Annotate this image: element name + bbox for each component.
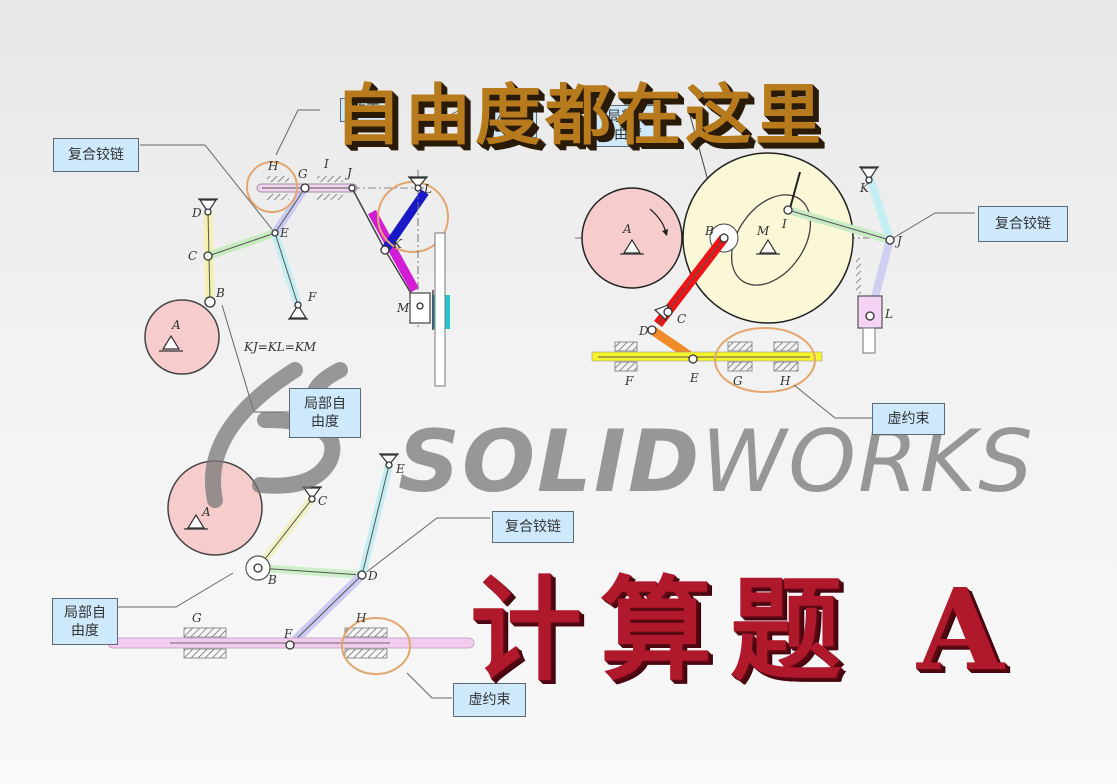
label-redundant-constraint-tr: 虚约束: [872, 403, 945, 435]
svg-text:A: A: [171, 318, 181, 332]
svg-text:H: H: [267, 159, 279, 173]
svg-text:G: G: [733, 374, 743, 388]
svg-text:E: E: [689, 371, 699, 385]
svg-text:M: M: [756, 224, 770, 238]
svg-text:C: C: [318, 494, 327, 508]
svg-text:J: J: [894, 234, 903, 248]
svg-text:A: A: [201, 505, 211, 519]
svg-text:F: F: [283, 627, 293, 641]
label-compound-hinge-tl: 复合铰链: [53, 138, 139, 172]
svg-text:K: K: [859, 181, 870, 195]
solidworks-watermark: SOLIDWORKS: [398, 412, 1035, 512]
svg-text:D: D: [367, 569, 378, 583]
highlight-redundant-constraint-h: [341, 617, 411, 675]
svg-text:B: B: [267, 573, 277, 587]
svg-text:D: D: [638, 324, 649, 338]
label-redundant-constraint-hidden-2: 约束: [483, 108, 537, 138]
watermark-light: WORKS: [701, 412, 1035, 512]
leader-line-compound-hinge: [140, 144, 276, 234]
svg-text:L: L: [884, 307, 893, 321]
svg-text:G: G: [298, 167, 308, 181]
watermark-bold: SOLID: [398, 412, 702, 512]
svg-text:C: C: [677, 312, 686, 326]
svg-text:E: E: [395, 462, 405, 476]
label-local-dof-tl: 局部自由度: [289, 388, 361, 438]
highlight-redundant-constraint-h: [246, 161, 298, 213]
svg-text:B: B: [704, 224, 714, 238]
svg-text:E: E: [279, 226, 289, 240]
label-local-dof-bl: 局部自由度: [52, 598, 118, 645]
disk-a: [144, 299, 220, 375]
svg-text:K: K: [392, 237, 403, 251]
svg-text:A: A: [622, 222, 632, 236]
page-title-bottom: 计算题 A: [470, 565, 1022, 696]
diagram-top-left: A: [140, 109, 470, 413]
svg-text:H: H: [355, 611, 367, 625]
formula-kj-kl-km: KJ=KL=KM: [243, 340, 317, 354]
label-redundant-constraint-hidden-1: 约束: [340, 98, 392, 122]
svg-text:J: J: [344, 166, 353, 180]
svg-text:H: H: [779, 374, 791, 388]
label-compound-hinge-tr: 复合铰链: [978, 206, 1068, 242]
svg-text:B: B: [215, 286, 225, 300]
svg-text:C: C: [188, 249, 197, 263]
svg-text:F: F: [307, 290, 317, 304]
svg-text:D: D: [191, 206, 202, 220]
label-redundant-constraint-bl: 虚约束: [453, 683, 526, 717]
gear-a: [581, 187, 683, 289]
page-title-top: 自由度都在这里: [335, 76, 825, 154]
svg-text:I: I: [323, 157, 329, 171]
svg-text:F: F: [624, 374, 634, 388]
highlight-redundant-constraint-gh: [714, 327, 816, 393]
svg-text:G: G: [192, 611, 202, 625]
label-compound-hinge-bl: 复合铰链: [492, 511, 574, 543]
svg-text:I: I: [781, 217, 787, 231]
label-local-dof-hidden: 局部自由度: [585, 105, 657, 147]
svg-text:L: L: [423, 182, 432, 196]
svg-text:M: M: [396, 301, 410, 315]
